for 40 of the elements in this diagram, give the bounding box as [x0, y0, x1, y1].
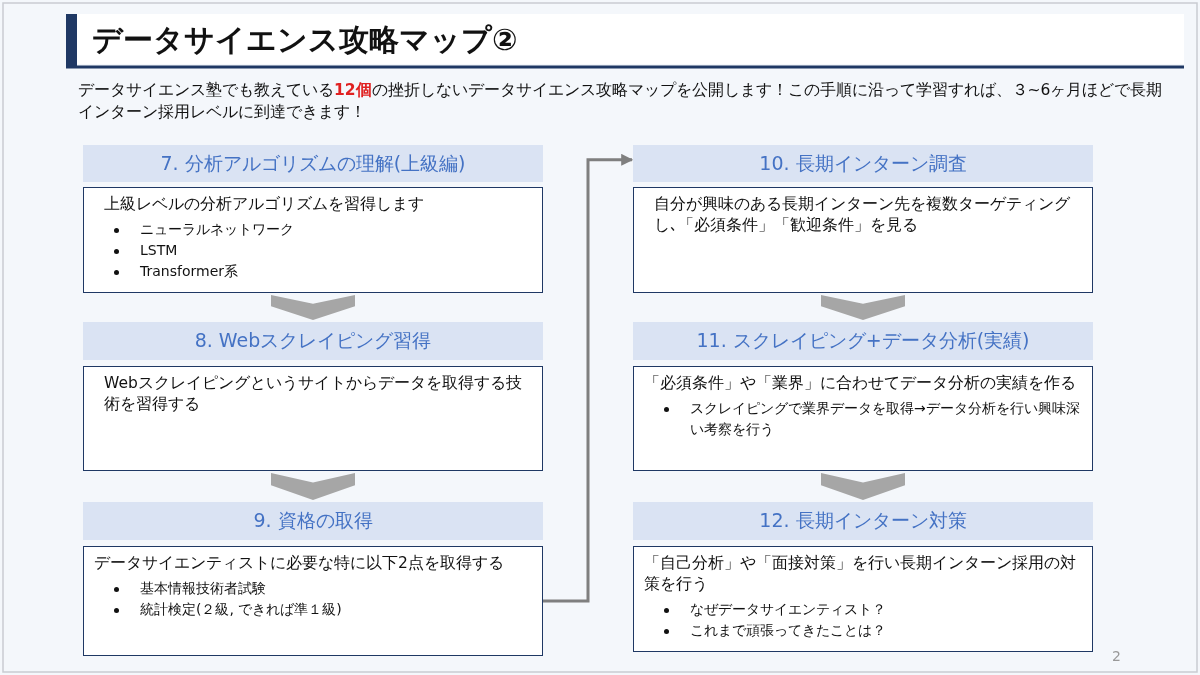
chevron-arrow [271, 295, 355, 320]
step-title: 12. 長期インターン対策 [759, 508, 967, 533]
bullet-item: ニューラルネットワーク [140, 220, 294, 237]
page-number: 2 [1112, 648, 1121, 664]
bullet-item: Transformer系 [140, 262, 238, 279]
step-description-box [83, 366, 543, 471]
bullet-item: LSTM [140, 241, 178, 258]
chevron-arrow [821, 473, 905, 500]
step-title: 11. スクレイピング+データ分析(実績) [696, 328, 1030, 353]
step-description: 「自己分析」や「面接対策」を行い長期インターン採用の対策を行う [644, 553, 1077, 595]
step-title: 10. 長期インターン調査 [759, 150, 967, 176]
step-header-band [633, 502, 1093, 540]
step-header-band [83, 145, 543, 182]
bullet-item: 基本情報技術者試験 [140, 579, 266, 596]
step-description: 上級レベルの分析アルゴリズムを習得します [104, 194, 425, 215]
step-description: Webスクレイピングというサイトからデータを取得する技術を習得する [104, 373, 523, 415]
intro-paragraph: データサイエンス塾でも教えている12個の挫折しないデータサイエンス攻略マップを公開します！この手順に沿って学習すれば、３~6ヶ月ほどで長期インターン採用レベルに到達できます！ [78, 80, 1164, 123]
slide-title: データサイエンス攻略マップ② [92, 21, 518, 59]
step-header-band [83, 502, 543, 540]
bullet-item: 統計検定(２級, できれば準１級) [140, 600, 342, 617]
step-description: 「必須条件」や「業界」に合わせてデータ分析の実績を作る [644, 373, 1077, 394]
step-title: 7. 分析アルゴリズムの理解(上級編) [160, 150, 466, 176]
bullet-item: スクレイピングで業界データを取得→データ分析を行い興味深い考察を行う [690, 399, 1080, 437]
step-description-box [83, 187, 543, 293]
step-title: 9. 資格の取得 [253, 508, 373, 533]
step-header-band [83, 322, 543, 360]
chevron-arrow [821, 295, 905, 320]
step-description-box [633, 366, 1093, 471]
step-description-box [633, 546, 1093, 652]
step-header-band [633, 145, 1093, 182]
step-description-box [83, 546, 543, 656]
bullet-item: これまで頑張ってきたことは？ [690, 621, 886, 638]
step-header-band [633, 322, 1093, 360]
bullet-item: なぜデータサイエンティスト？ [690, 600, 886, 617]
step-description-box [633, 187, 1093, 293]
step-description: データサイエンティストに必要な特に以下2点を取得する [94, 553, 505, 574]
step-title: 8. Webスクレイピング習得 [194, 328, 432, 353]
connector-arrow [543, 153, 634, 603]
step-description: 自分が興味のある長期インターン先を複数ターゲティングし､「必須条件」「歓迎条件」を見る [654, 194, 1071, 236]
chevron-arrow [271, 473, 355, 500]
